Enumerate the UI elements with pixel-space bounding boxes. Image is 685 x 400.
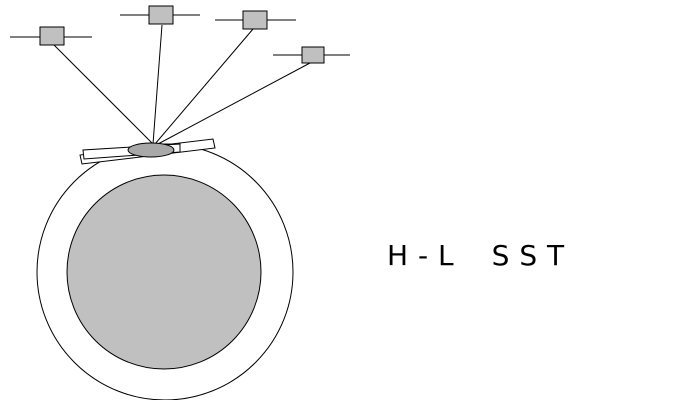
diagram-label: H - L S S T [387, 239, 565, 272]
satellite-4 [273, 46, 350, 64]
link-satellite-3 [154, 28, 254, 145]
link-satellite-4 [157, 62, 311, 145]
satellite-2 [120, 5, 200, 25]
earth-inner-core [66, 174, 262, 370]
communication-links [52, 24, 311, 145]
satellite-1-body [39, 26, 65, 46]
station-body [127, 142, 175, 158]
satellite-1 [10, 26, 92, 46]
link-satellite-2 [152, 24, 163, 145]
satellite-3 [215, 10, 296, 30]
satellite-2-body [148, 5, 174, 25]
link-satellite-1 [52, 43, 154, 145]
satellite-3-body [242, 10, 268, 30]
high-altitude-station [79, 138, 216, 165]
satellite-4-body [301, 46, 325, 64]
